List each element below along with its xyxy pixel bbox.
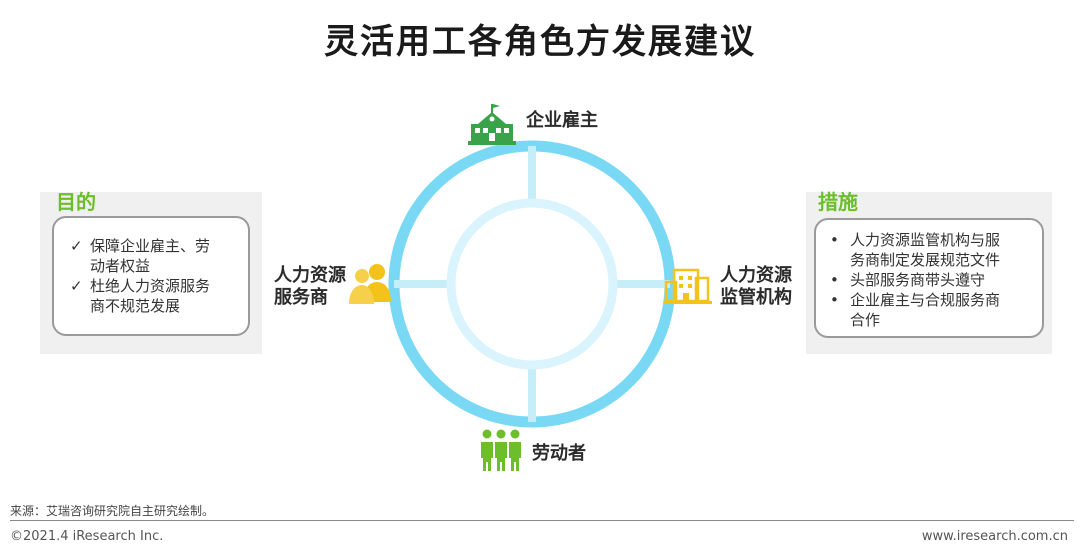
goals-list: ✓ 保障企业雇主、劳动者权益 ✓ 杜绝人力资源服务商不规范发展 — [68, 236, 248, 316]
measure-item: • 头部服务商带头遵守 — [828, 270, 1040, 290]
office-building-icon — [664, 266, 712, 306]
school-building-icon — [468, 104, 516, 146]
measures-list: • 人力资源监管机构与服务商制定发展规范文件 • 头部服务商带头遵守 • 企业雇主与合规服… — [828, 230, 1040, 330]
measure-item-line: 头部服务商带头遵守 — [850, 271, 986, 289]
node-workers: 劳动者 — [532, 443, 586, 464]
goals-box: ✓ 保障企业雇主、劳动者权益 ✓ 杜绝人力资源服务商不规范发展 — [52, 216, 250, 336]
workers-icon — [480, 428, 522, 472]
node-employer: 企业雇主 — [526, 110, 598, 131]
goal-item-line: 保障企业雇主、劳 — [90, 237, 211, 255]
source-note: 来源：艾瑞咨询研究院自主研究绘制。 — [10, 504, 215, 518]
node-hr-provider-line-1: 人力资源 — [274, 265, 346, 286]
people-icon — [346, 262, 398, 306]
node-regulator-line-1: 人力资源 — [720, 265, 792, 286]
goals-panel: 目的 ✓ 保障企业雇主、劳动者权益 ✓ 杜绝人力资源服务商不规范发展 — [40, 190, 262, 354]
goal-marker: ✓ — [70, 277, 83, 295]
measures-box: • 人力资源监管机构与服务商制定发展规范文件 • 头部服务商带头遵守 • 企业雇主与合规服… — [814, 218, 1044, 338]
goal-marker: ✓ — [70, 237, 83, 255]
site-url: www.iresearch.com.cn — [921, 529, 1068, 544]
measure-item-line: 人力资源监管机构与服 — [850, 231, 1001, 249]
node-hr-provider-line-2: 服务商 — [274, 287, 328, 308]
measure-item: • 企业雇主与合规服务商合作 — [828, 290, 1040, 330]
copyright: ©2021.4 iResearch Inc. — [10, 529, 164, 544]
measures-title: 措施 — [818, 190, 858, 214]
measures-panel: 措施 • 人力资源监管机构与服务商制定发展规范文件 • 头部服务商带头遵守 • 企业雇主与… — [806, 190, 1052, 354]
goal-item-line: 商不规范发展 — [90, 297, 181, 315]
goal-item: ✓ 杜绝人力资源服务商不规范发展 — [68, 276, 248, 316]
measure-item-line: 务商制定发展规范文件 — [850, 251, 1001, 269]
goal-item-line: 动者权益 — [90, 257, 151, 275]
node-hr-provider: 人力资源 服务商 — [274, 265, 346, 309]
goal-item: ✓ 保障企业雇主、劳动者权益 — [68, 236, 248, 276]
measure-marker: • — [830, 271, 839, 289]
measure-marker: • — [830, 291, 839, 309]
measure-item-line: 合作 — [850, 311, 881, 329]
footer-divider — [10, 520, 1074, 521]
inner-ring — [446, 198, 618, 370]
goals-title: 目的 — [56, 190, 96, 214]
node-regulator: 人力资源 监管机构 — [720, 265, 792, 309]
measure-marker: • — [830, 231, 839, 249]
measure-item-line: 企业雇主与合规服务商 — [850, 291, 1001, 309]
goal-item-line: 杜绝人力资源服务 — [90, 277, 211, 295]
page-title: 灵活用工各角色方发展建议 — [324, 22, 756, 62]
measure-item: • 人力资源监管机构与服务商制定发展规范文件 — [828, 230, 1040, 270]
node-regulator-line-2: 监管机构 — [720, 287, 792, 308]
